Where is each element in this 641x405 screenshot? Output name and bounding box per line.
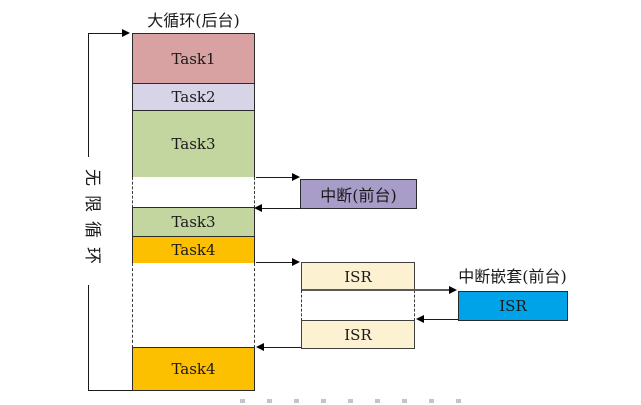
task3-box: Task3 [132,110,255,178]
arrowhead-left-icon [416,315,424,323]
infinite-loop-label: 无限循环 [82,157,102,285]
stack-suspended-gap-2 [132,263,255,348]
arrowhead-left-icon [254,204,262,212]
main-loop-title: 大循环(后台) [147,11,240,30]
isr2-label: ISR [344,325,372,344]
nested-isr-box: ISR [458,291,568,321]
arrowhead-right-icon [292,258,300,266]
interrupt-box: 中断(前台) [300,179,417,209]
task1-label: Task1 [171,49,216,68]
task3-resume-box: Task3 [132,207,255,237]
task4-label: Task4 [171,241,216,259]
task2-box: Task2 [132,83,255,111]
isr-box-2: ISR [301,320,415,349]
nested-isr-label: ISR [499,297,527,315]
stack-suspended-gap-1 [132,177,255,208]
task4-resume-box: Task4 [132,347,255,391]
interrupt-label: 中断(前台) [320,186,397,205]
loop-bottom-line [88,390,133,391]
arrowhead-left-icon [256,343,264,351]
isr-suspended-gap [301,290,415,321]
loop-top-line [88,33,122,34]
isr-box-1: ISR [301,262,415,291]
task1-box: Task1 [132,33,255,84]
isr1-label: ISR [344,267,372,286]
nested-interrupt-heading: 中断嵌套(前台) [458,267,567,286]
task4-resume-label: Task4 [171,360,216,378]
task2-label: Task2 [171,88,216,106]
task3-label: Task3 [171,135,216,153]
arrowhead-right-icon [292,173,300,181]
arrowhead-right-icon [449,286,457,294]
task3-resume-label: Task3 [171,213,216,231]
task4-box: Task4 [132,236,255,264]
cropped-caption-marks [240,399,472,403]
loop-arrowhead-icon [122,29,130,37]
